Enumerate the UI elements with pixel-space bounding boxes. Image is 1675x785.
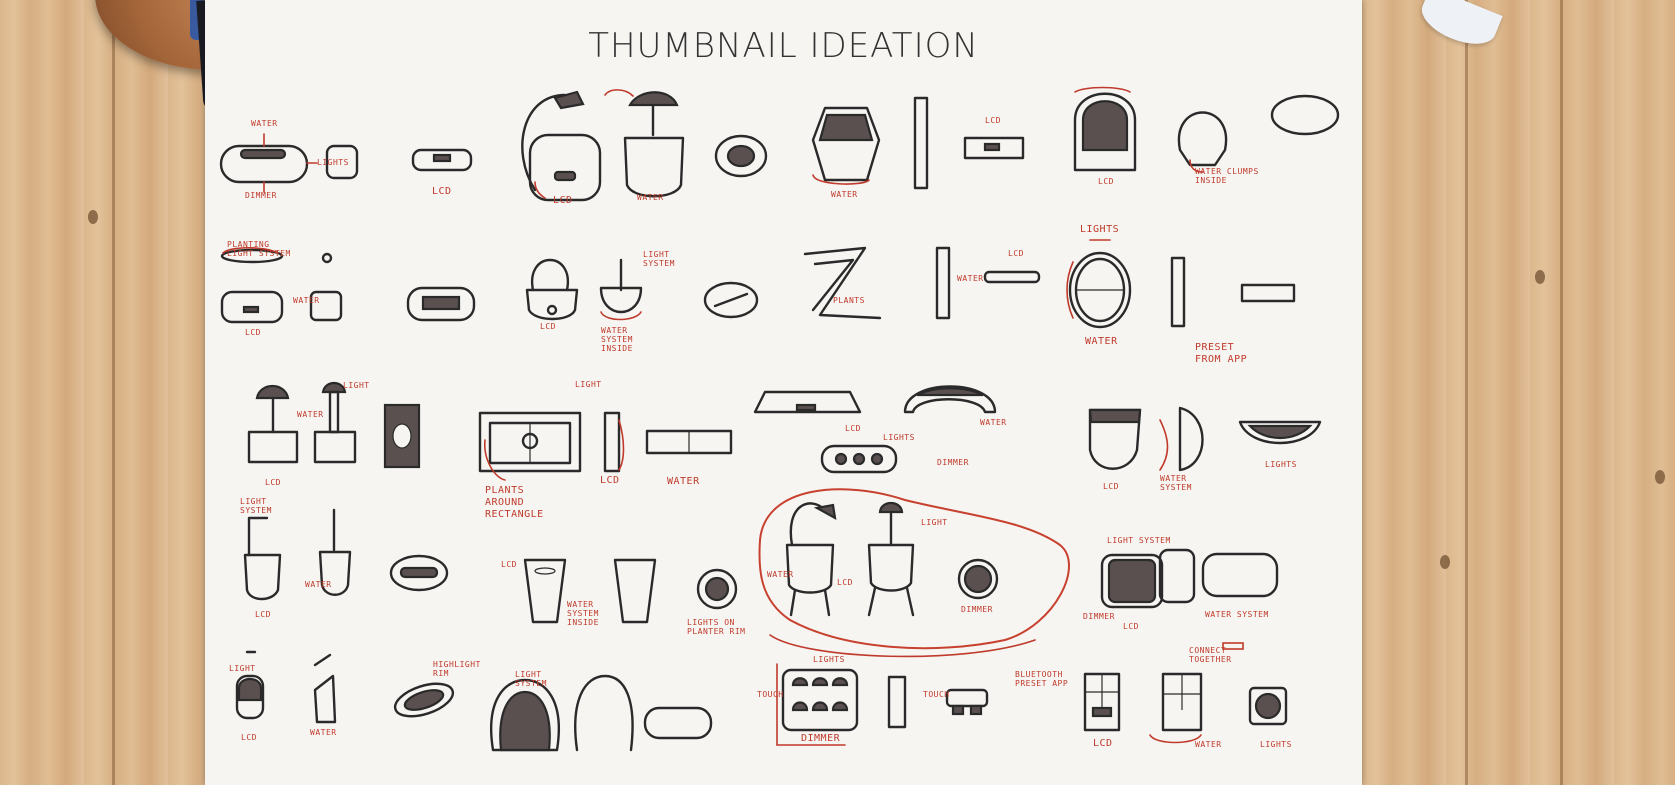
annotation: LIGHTS: [813, 655, 845, 664]
annotation: WATER: [297, 410, 324, 419]
sketch-r5-egg-planters: [490, 674, 713, 752]
annotation: WATER: [957, 274, 984, 283]
annotation: LCD: [985, 116, 1001, 125]
sketch-r1-hexagon-planter: [811, 96, 1025, 190]
annotation: LCD: [553, 195, 573, 206]
annotation: WATER: [637, 193, 664, 202]
annotation: PLANTING LIGHT SYSTEM: [227, 240, 291, 258]
annotation: LCD: [1098, 177, 1114, 186]
annotation: WATER: [310, 728, 337, 737]
annotation: LIGHT SYSTEM: [1107, 536, 1171, 545]
sketch-r1-oval-planter: [219, 144, 473, 184]
annotation: LCD: [245, 328, 261, 337]
annotation: PLANTS: [833, 296, 865, 305]
sketch-r3-bowl-planters: [1088, 406, 1322, 472]
annotation: LCD: [600, 475, 620, 486]
annotation: WATER: [831, 190, 858, 199]
annotation: DIMMER: [937, 458, 969, 467]
sketch-r3-tray-planters: [753, 385, 997, 474]
sketch-r4-tall-planters: [243, 508, 449, 601]
annotation: LCD: [255, 610, 271, 619]
annotation: DIMMER: [245, 191, 277, 200]
annotation: WATER: [251, 119, 278, 128]
wood-knot: [1535, 270, 1545, 284]
annotation: LIGHT: [921, 518, 948, 527]
sketch-paper: THUMBNAIL IDEATION: [205, 0, 1362, 785]
wood-table-left: [0, 0, 205, 785]
annotation: WATER: [980, 418, 1007, 427]
sketch-r5-cabinet-planters: [1083, 642, 1288, 732]
annotation: LIGHT: [575, 380, 602, 389]
sketch-r1-arch-planter: [1073, 92, 1340, 172]
annotation: LIGHTS: [1265, 460, 1297, 469]
annotation: DIMMER: [961, 605, 993, 614]
annotation: LIGHT: [229, 664, 256, 673]
annotation: DIMMER: [801, 733, 841, 744]
annotation: LCD: [241, 733, 257, 742]
annotation: LCD: [837, 578, 853, 587]
annotation: LCD: [1103, 482, 1119, 491]
annotation: LIGHTS: [1080, 224, 1120, 235]
sketch-r2-round-mirror: [1068, 251, 1296, 329]
annotation: WATER SYSTEM: [1205, 610, 1269, 619]
annotation: WATER SYSTEM INSIDE: [601, 326, 633, 353]
wood-knot: [1440, 555, 1450, 569]
annotation: WATER: [1085, 336, 1118, 347]
sketch-r5-small-planters: [235, 650, 455, 724]
annotation: HIGHLIGHT RIM: [433, 660, 481, 678]
plank-seam: [1560, 0, 1563, 785]
wood-knot: [88, 210, 98, 224]
annotation: WATER: [305, 580, 332, 589]
annotation: WATER: [1195, 740, 1222, 749]
annotation: WATER SYSTEM INSIDE: [567, 600, 599, 627]
wood-knot: [1655, 470, 1665, 484]
annotation: LIGHTS: [1260, 740, 1292, 749]
annotation: LCD: [1123, 622, 1139, 631]
sketch-r2-z-planter: [803, 246, 1041, 320]
page-title: THUMBNAIL IDEATION: [588, 26, 979, 66]
sketch-r4-cup-planters: [523, 558, 738, 624]
annotation: LCD: [1008, 249, 1024, 258]
annotation: PLANTS AROUND RECTANGLE: [485, 485, 544, 520]
annotation: BLUETOOTH PRESET APP: [1015, 670, 1069, 688]
sketch-r3-mushroom-lamps: [247, 381, 421, 469]
annotation: LCD: [1093, 738, 1113, 749]
annotation: LIGHTS ON PLANTER RIM: [687, 618, 746, 636]
annotation: LIGHT SYSTEM: [240, 497, 272, 515]
sketch-r2-planters: [220, 248, 476, 324]
annotation: DIMMER: [1083, 612, 1115, 621]
annotation: LCD: [845, 424, 861, 433]
annotation-leaders: [222, 86, 1204, 746]
sketch-r2-bag-planter: [525, 258, 759, 321]
thumbnail-sketches: [219, 86, 1340, 752]
annotation: LIGHT SYSTEM: [515, 670, 547, 688]
annotation: LCD: [501, 560, 517, 569]
annotation: WATER: [293, 296, 320, 305]
annotation: WATER: [767, 570, 794, 579]
annotation: WATER SYSTEM: [1160, 474, 1192, 492]
annotation: LIGHT: [343, 381, 370, 390]
sketch-r1-lamp-pot: [521, 90, 768, 202]
annotation: TOUCH: [923, 690, 950, 699]
annotation: LCD: [265, 478, 281, 487]
wood-table-right: [1362, 0, 1675, 785]
annotation: WATER: [667, 476, 700, 487]
sketch-r3-rect-planter: [478, 411, 733, 473]
annotation: TOUCH: [757, 690, 784, 699]
annotation: WATER CLUMPS INSIDE: [1195, 167, 1259, 185]
sketch-r4-circled-concept: [758, 488, 1070, 650]
annotation: LIGHT SYSTEM: [643, 250, 675, 268]
annotation: CONNECT TOGETHER: [1189, 646, 1232, 664]
plank-seam: [112, 0, 115, 785]
annotation: LCD: [540, 322, 556, 331]
sketch-r5-modular-planters: [781, 668, 989, 732]
sketch-r4-box-planters: [1100, 548, 1279, 609]
annotation: LCD: [432, 186, 452, 197]
annotation: LIGHTS: [317, 158, 349, 167]
annotation: LIGHTS: [883, 433, 915, 442]
annotation: PRESET FROM APP: [1195, 342, 1248, 365]
plank-seam: [1465, 0, 1468, 785]
